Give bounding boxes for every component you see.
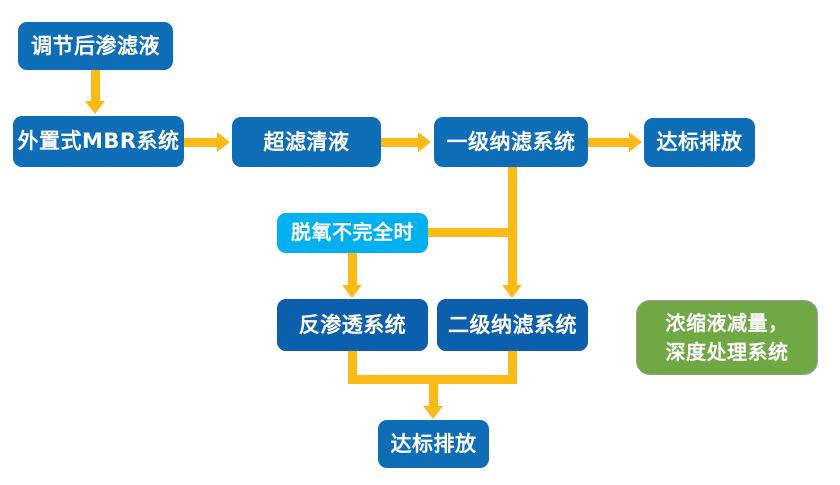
node-external-mbr-system[interactable]: 外置式MBR系统 — [13, 116, 184, 167]
arrowhead-n1-to-n2 — [85, 101, 105, 114]
node-ultrafiltration-permeate[interactable]: 超滤清液 — [232, 117, 381, 167]
node-incomplete-deoxygenation[interactable]: 脱氧不完全时 — [277, 213, 428, 253]
node-compliant-discharge-bottom[interactable]: 达标排放 — [378, 420, 489, 468]
node-compliant-discharge-top[interactable]: 达标排放 — [644, 118, 755, 167]
node-secondary-nanofiltration-system[interactable]: 二级纳滤系统 — [437, 299, 588, 351]
node-adjusted-leachate[interactable]: 调节后渗滤液 — [18, 22, 173, 70]
arrowhead-n4-to-n8 — [502, 285, 522, 298]
connector-n4-to-n5 — [588, 138, 632, 147]
connector-n6-to-trunk — [428, 228, 513, 237]
connector-n8-drop — [508, 351, 517, 380]
connector-n4-to-n8 — [508, 167, 517, 286]
node-reverse-osmosis-system[interactable]: 反渗透系统 — [277, 299, 428, 351]
arrowhead-n4-to-n5 — [629, 132, 642, 152]
connector-n6-to-n7 — [348, 253, 357, 286]
arrowhead-n3-to-n4 — [418, 132, 431, 152]
arrowhead-n2-to-n3 — [217, 132, 230, 152]
connector-n7-drop — [348, 351, 357, 380]
connector-n1-to-n2 — [91, 70, 100, 103]
arrowhead-merge-to-n9 — [423, 406, 443, 419]
node-concentrate-reduction-advanced-treatment[interactable]: 浓缩液减量， 深度处理系统 — [636, 300, 818, 375]
node-primary-nanofiltration-system[interactable]: 一级纳滤系统 — [434, 117, 588, 167]
connector-n2-to-n3 — [184, 138, 219, 147]
connector-n3-to-n4 — [381, 138, 419, 147]
connector-merge-to-n9 — [429, 375, 438, 407]
arrowhead-n6-to-n7 — [342, 285, 362, 298]
